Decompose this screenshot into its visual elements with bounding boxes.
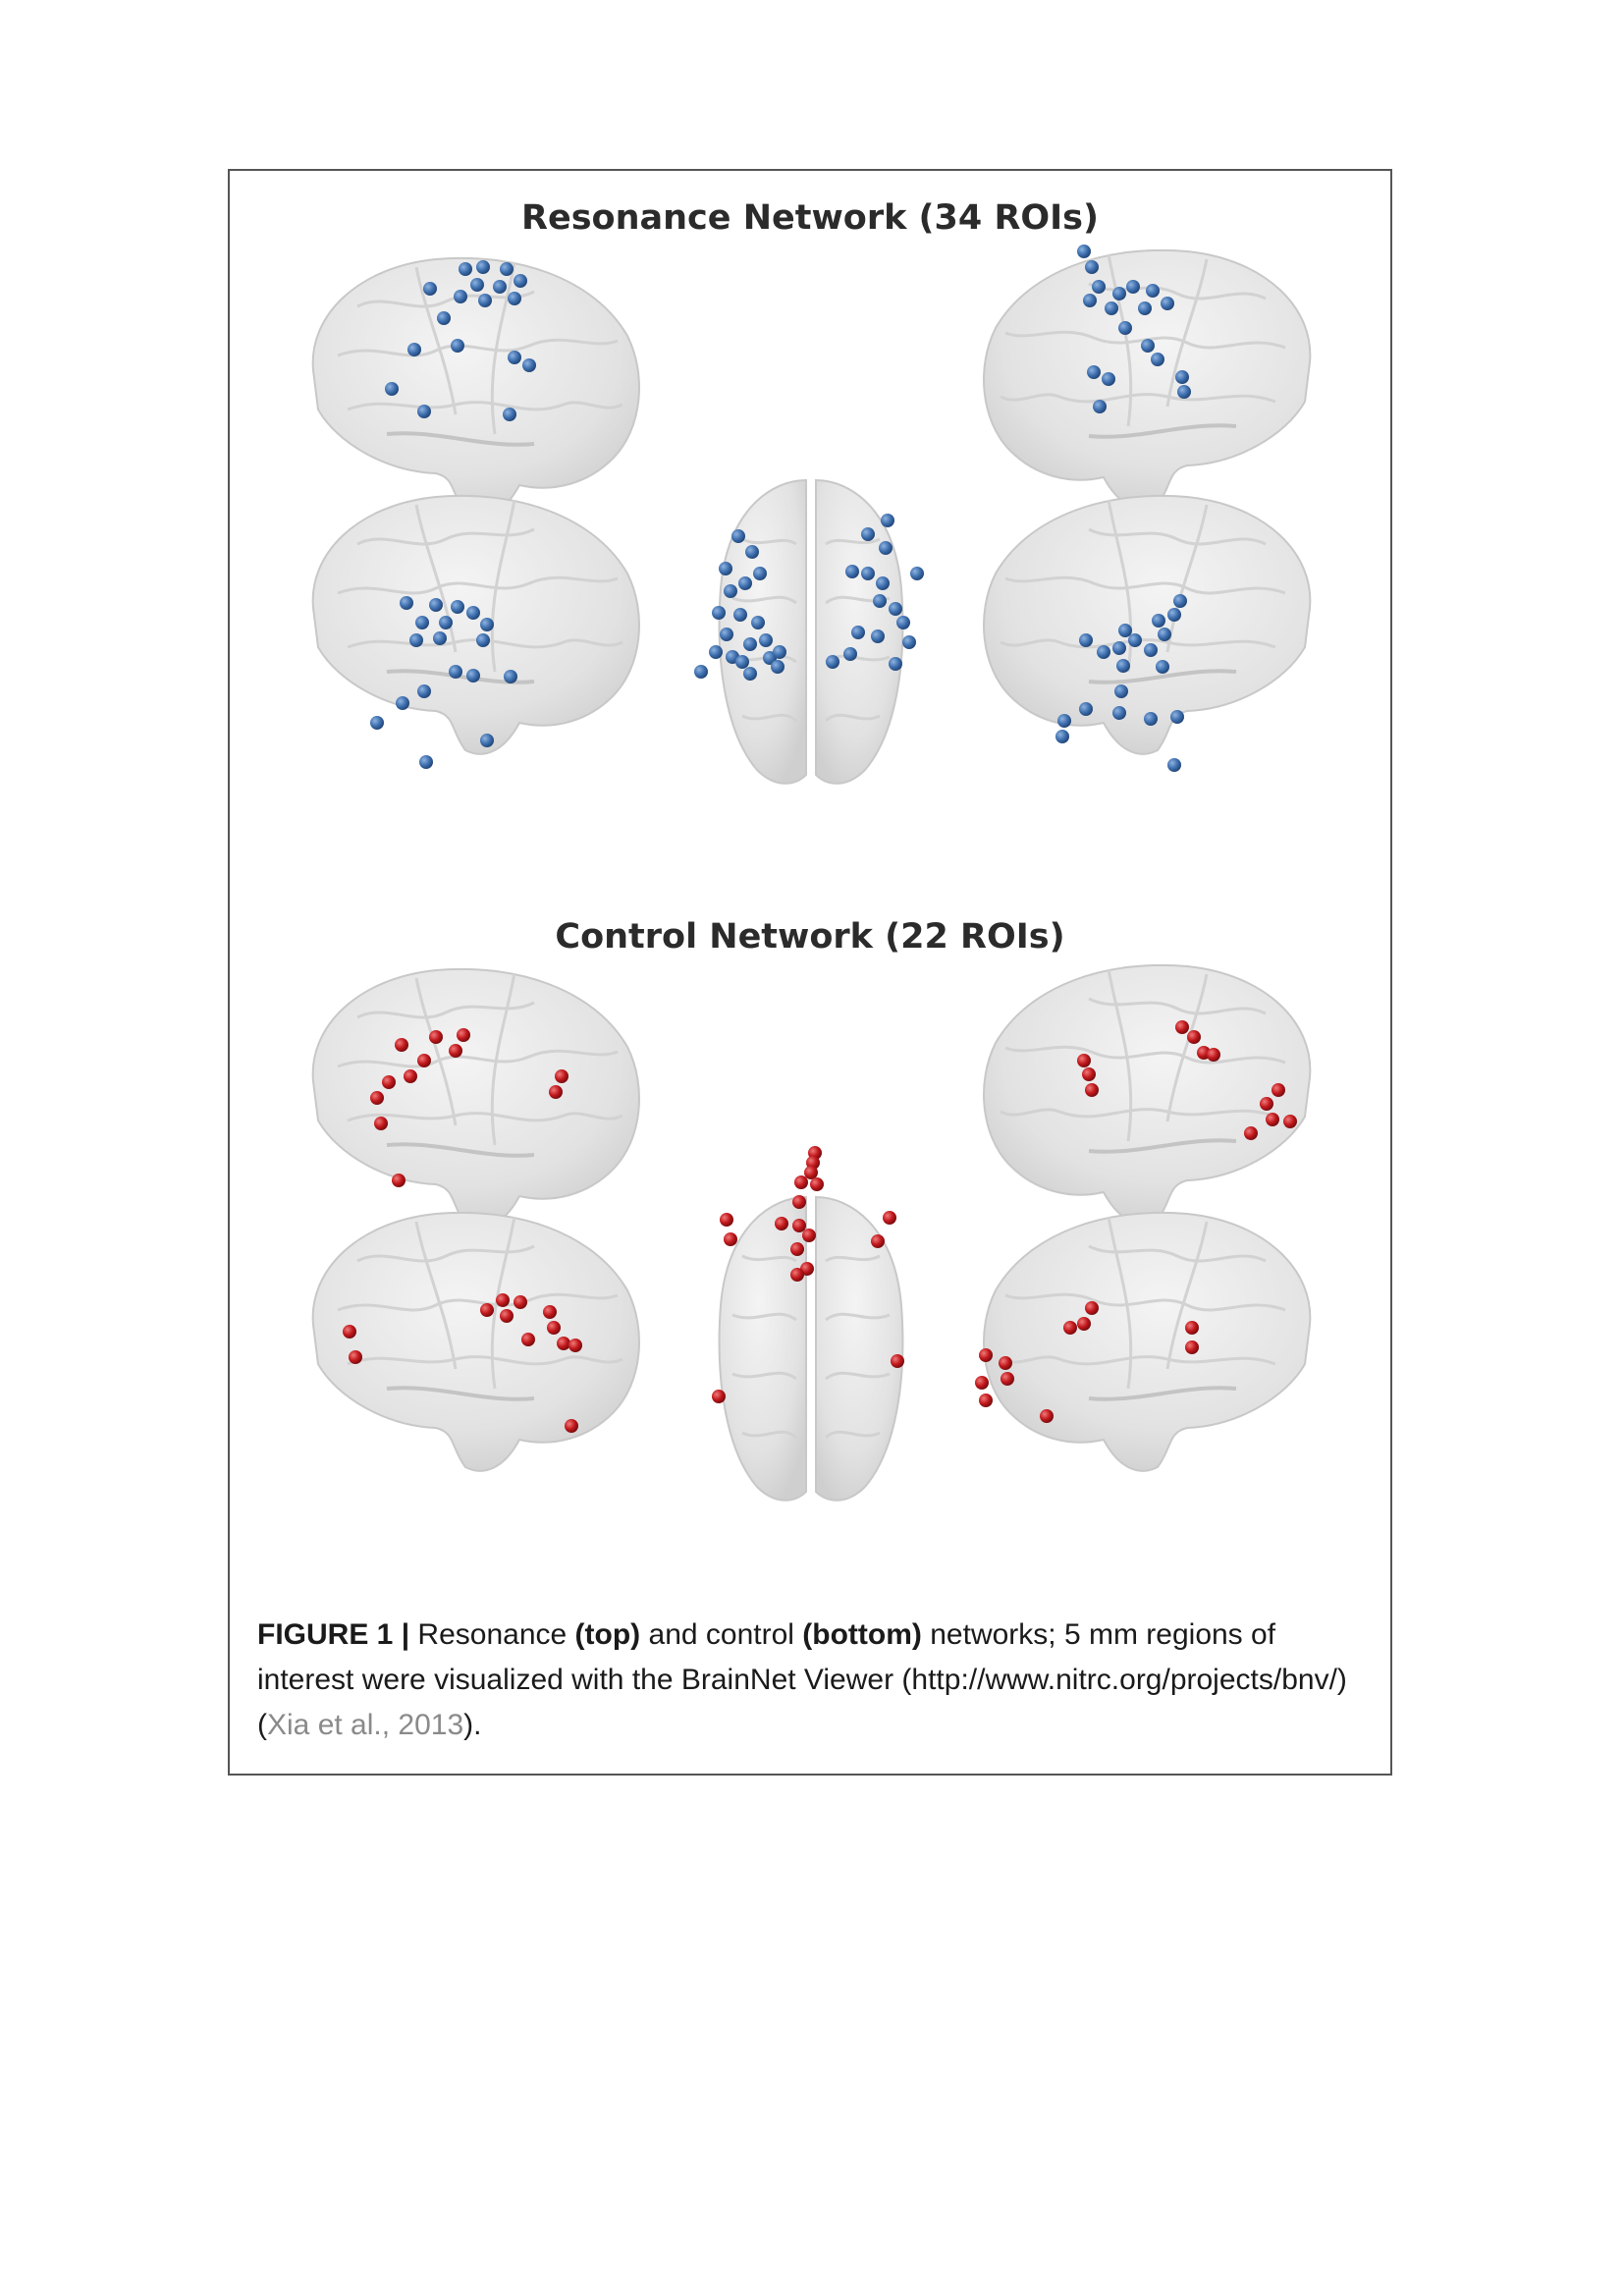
caption-bottom-bold: (bottom) — [802, 1618, 922, 1651]
resonance-network-title: Resonance Network (34 ROIs) — [521, 198, 1099, 238]
resonance-left-medial-brain — [310, 493, 641, 769]
resonance-left-lateral-brain — [310, 255, 641, 519]
control-right-medial-brain — [975, 1213, 1310, 1471]
control-right-lateral-brain — [984, 965, 1310, 1224]
control-network-title: Control Network (22 ROIs) — [555, 917, 1065, 957]
resonance-right-lateral-brain — [984, 245, 1310, 509]
caption-text: networks; 5 mm regions of interest were … — [257, 1618, 1347, 1741]
brain-renderings — [310, 245, 1394, 1503]
resonance-top-view-brain — [694, 478, 924, 786]
figure-panel: Resonance Network (34 ROIs) Control Netw… — [228, 169, 1392, 1776]
resonance-right-medial-brain — [984, 496, 1310, 772]
caption-top-bold: (top) — [574, 1618, 641, 1651]
caption-text: and control — [640, 1618, 803, 1651]
caption-text: Resonance — [409, 1618, 575, 1651]
figure-caption: FIGURE 1 | Resonance (top) and control (… — [257, 1613, 1367, 1748]
control-top-view-brain — [712, 1146, 904, 1503]
figure-label: FIGURE 1 | — [257, 1618, 410, 1651]
caption-text: ). — [463, 1709, 482, 1741]
citation-link[interactable]: Xia et al., 2013 — [267, 1709, 464, 1741]
control-left-lateral-brain — [310, 966, 641, 1230]
control-left-medial-brain — [310, 1210, 641, 1473]
